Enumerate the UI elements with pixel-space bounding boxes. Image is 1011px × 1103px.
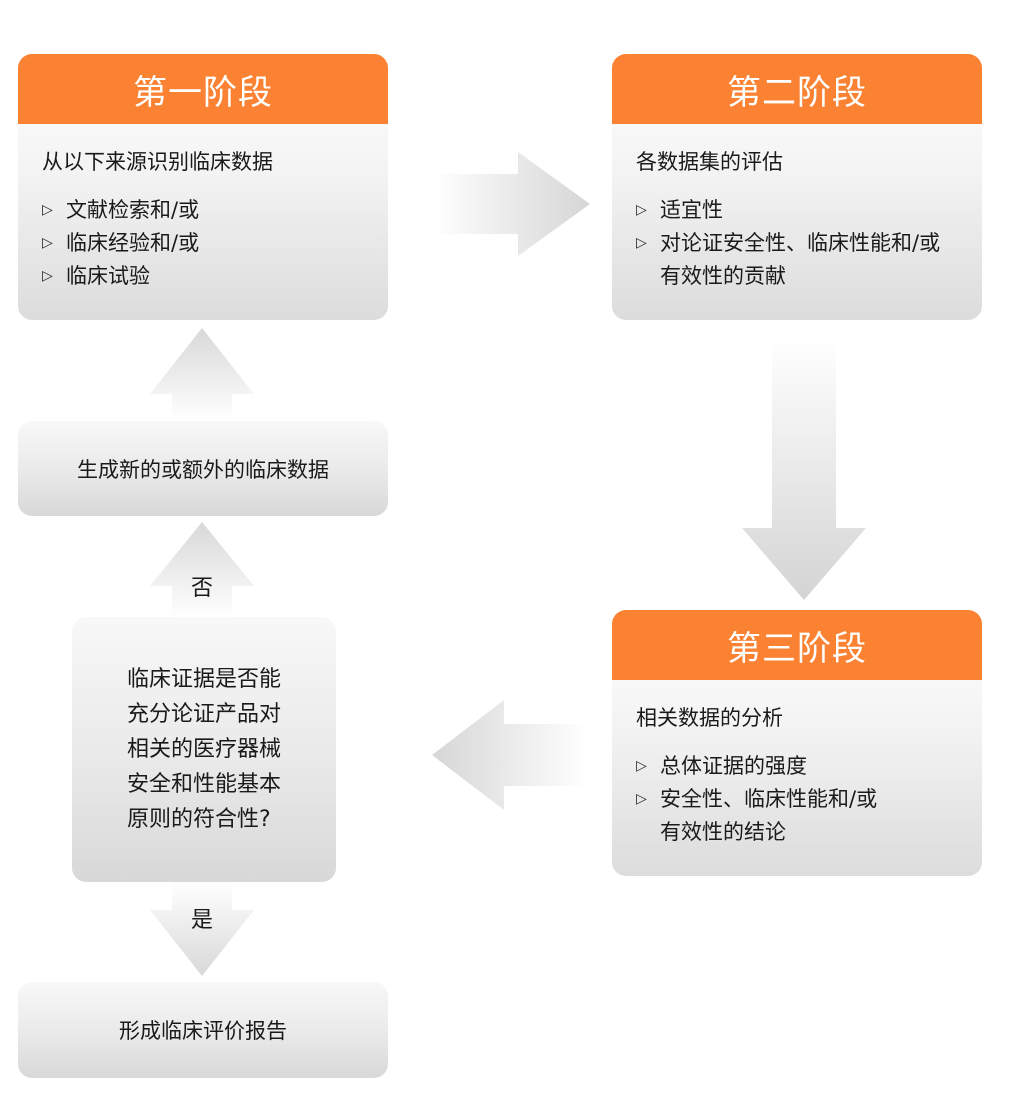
triangle-bullet-icon: ▷: [636, 758, 647, 774]
stage2-list: ▷适宜性 ▷对论证安全性、临床性能和/或 有效性的贡献: [636, 194, 982, 293]
list-item-continuation: 有效性的结论: [660, 820, 786, 844]
arrow-stage2-to-stage3: [742, 338, 866, 600]
triangle-bullet-icon: ▷: [42, 202, 53, 218]
decision-line: 临床证据是否能: [126, 667, 281, 692]
arrow-generate-to-stage1: [150, 328, 254, 420]
decision-line: 相关的医疗器械: [126, 737, 281, 762]
arrow-no-to-generate: [150, 522, 254, 618]
decision-question: 临床证据是否能 充分论证产品对 相关的医疗器械 安全和性能基本 原则的符合性?: [127, 662, 281, 837]
triangle-bullet-icon: ▷: [636, 202, 647, 218]
stage2-card: 第二阶段 各数据集的评估 ▷适宜性 ▷对论证安全性、临床性能和/或 有效性的贡献: [612, 54, 982, 320]
arrow-yes-to-report: [150, 882, 254, 976]
list-item: ▷总体证据的强度: [636, 750, 982, 783]
list-item: ▷临床经验和/或: [42, 227, 388, 260]
list-item: ▷文献检索和/或: [42, 194, 388, 227]
stage2-intro: 各数据集的评估: [636, 150, 783, 174]
list-item: ▷安全性、临床性能和/或: [636, 783, 982, 816]
list-item-continuation: 有效性的贡献: [660, 264, 786, 288]
stage1-title: 第一阶段: [18, 54, 388, 124]
stage1-card: 第一阶段 从以下来源识别临床数据 ▷文献检索和/或 ▷临床经验和/或 ▷临床试验: [18, 54, 388, 320]
triangle-bullet-icon: ▷: [42, 235, 53, 251]
triangle-bullet-icon: ▷: [636, 235, 647, 251]
yes-label: 是: [191, 908, 214, 933]
generate-data-label: 生成新的或额外的临床数据: [77, 457, 329, 482]
stage1-intro: 从以下来源识别临床数据: [42, 150, 273, 174]
list-item: ▷适宜性: [636, 194, 982, 227]
stage3-card: 第三阶段 相关数据的分析 ▷总体证据的强度 ▷安全性、临床性能和/或 有效性的结…: [612, 610, 982, 876]
stage3-title: 第三阶段: [612, 610, 982, 680]
triangle-bullet-icon: ▷: [636, 791, 647, 807]
report-box: 形成临床评价报告: [18, 982, 388, 1078]
arrow-stage3-to-decision: [432, 700, 588, 810]
list-item: ▷对论证安全性、临床性能和/或: [636, 227, 982, 260]
stage3-intro: 相关数据的分析: [636, 706, 783, 730]
stage2-title: 第二阶段: [612, 54, 982, 124]
decision-line: 充分论证产品对: [126, 702, 281, 727]
no-label: 否: [191, 576, 214, 601]
decision-line: 原则的符合性?: [126, 807, 271, 832]
triangle-bullet-icon: ▷: [42, 268, 53, 284]
list-item: ▷临床试验: [42, 260, 388, 293]
decision-box: 临床证据是否能 充分论证产品对 相关的医疗器械 安全和性能基本 原则的符合性?: [72, 617, 336, 882]
arrow-stage1-to-stage2: [432, 152, 590, 256]
stage3-list: ▷总体证据的强度 ▷安全性、临床性能和/或 有效性的结论: [636, 750, 982, 849]
generate-data-box: 生成新的或额外的临床数据: [18, 421, 388, 516]
decision-line: 安全和性能基本: [126, 772, 281, 797]
report-label: 形成临床评价报告: [119, 1019, 287, 1043]
stage1-list: ▷文献检索和/或 ▷临床经验和/或 ▷临床试验: [42, 194, 388, 293]
